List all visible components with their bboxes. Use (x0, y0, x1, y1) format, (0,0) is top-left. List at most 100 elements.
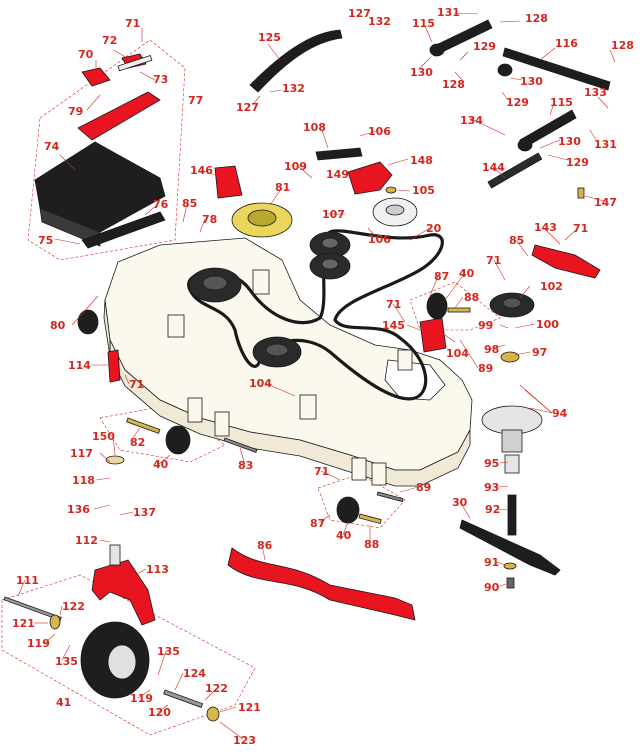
callout-119-a: 119 (27, 637, 50, 650)
cover-bracket-red (77, 91, 161, 141)
callout-98: 98 (484, 343, 499, 356)
callout-128-c: 128 (442, 78, 465, 91)
callout-148: 148 (410, 154, 433, 167)
callout-30: 30 (452, 496, 468, 509)
callout-41: 41 (56, 696, 71, 709)
callout-133: 133 (584, 86, 607, 99)
deck-pulleys (188, 231, 351, 368)
callout-128-b: 128 (611, 39, 634, 52)
cover-support-bar (81, 211, 166, 249)
callout-70: 70 (78, 48, 94, 61)
spindle-nut-97 (500, 351, 520, 363)
axle-88-side (447, 307, 471, 313)
callout-108: 108 (303, 121, 326, 134)
bearing-121-a (49, 614, 61, 630)
callout-149: 149 (326, 168, 349, 181)
cover-assembly (34, 53, 166, 249)
callout-117: 117 (70, 447, 93, 460)
callout-95: 95 (484, 457, 499, 470)
crossbar-116 (502, 47, 611, 91)
callout-135-a: 135 (55, 655, 78, 668)
mount-bracket-right (397, 349, 413, 371)
blade-bolt-90 (506, 577, 515, 589)
callout-115-b: 115 (550, 96, 573, 109)
callout-115-a: 115 (412, 17, 435, 30)
spindle-shaft-95 (504, 454, 520, 474)
callout-79: 79 (68, 105, 83, 118)
leader-lines (17, 12, 616, 740)
callout-119-b: 119 (130, 692, 153, 705)
callout-78: 78 (202, 213, 217, 226)
callout-82: 82 (130, 436, 145, 449)
callout-106-b: 106 (368, 233, 391, 246)
caster-assembly (3, 349, 220, 722)
callout-130-c: 130 (558, 135, 581, 148)
callout-150: 150 (92, 430, 115, 443)
callout-146: 146 (190, 164, 213, 177)
caster-fork-113 (91, 559, 156, 626)
callout-40-c: 40 (336, 529, 352, 542)
latch-rod (117, 54, 153, 72)
callout-86: 86 (257, 539, 273, 552)
idler-assembly (214, 147, 418, 238)
callout-104-b: 104 (249, 377, 272, 390)
callout-40-a: 40 (459, 267, 475, 280)
callout-77: 77 (188, 94, 203, 107)
callout-104-a: 104 (446, 347, 469, 360)
callout-92: 92 (485, 503, 500, 516)
callout-121-b: 121 (238, 701, 261, 714)
callout-71-f: 71 (314, 465, 329, 478)
deck-front-skirt (109, 339, 471, 487)
callout-71-d: 71 (386, 298, 401, 311)
mount-bracket-146 (214, 165, 243, 199)
callout-137: 137 (133, 506, 156, 519)
callout-122-b: 122 (205, 682, 228, 695)
latch-bracket (81, 67, 111, 87)
callout-122-a: 122 (62, 600, 85, 613)
callout-125: 125 (258, 31, 281, 44)
baffle-assembly-outline (27, 39, 186, 261)
callout-99: 99 (478, 319, 493, 332)
callout-89-b: 89 (416, 481, 431, 494)
linkage-parts (249, 19, 611, 199)
bearing-121-b (206, 706, 220, 722)
callout-130-b: 130 (520, 75, 543, 88)
callout-129-b: 129 (506, 96, 529, 109)
wheel-40-front (336, 496, 360, 524)
callout-102: 102 (540, 280, 563, 293)
callout-121-a: 121 (12, 617, 35, 630)
axle-88-front (358, 513, 382, 525)
wheel-80 (77, 309, 99, 335)
bolt-89-front (376, 491, 404, 503)
callout-labels: 71 72 70 73 79 77 74 76 75 125 127 132 1… (12, 6, 634, 747)
callout-147: 147 (594, 196, 617, 209)
callout-89-a: 89 (478, 362, 493, 375)
mount-bracket-front-b (214, 411, 230, 437)
rear-wheel-outline (99, 404, 226, 463)
callout-144: 144 (482, 161, 505, 174)
callout-90: 90 (484, 581, 500, 594)
callout-71-e: 71 (129, 378, 144, 391)
callout-71-a: 71 (125, 17, 140, 30)
callout-128-a: 128 (525, 12, 548, 25)
caster-assembly-outline (1, 574, 256, 736)
callout-85-a: 85 (182, 197, 197, 210)
anti-scalp-wheels (77, 292, 471, 525)
mount-bracket-front-a (187, 397, 203, 423)
callout-74: 74 (44, 140, 60, 153)
callout-71-b: 71 (573, 222, 588, 235)
front-baffle-86 (227, 547, 416, 621)
caster-axle-111 (3, 596, 62, 621)
callout-113: 113 (146, 563, 169, 576)
pivot-plate-108 (315, 147, 363, 161)
blade-washer-91 (503, 562, 517, 570)
callout-120: 120 (148, 706, 171, 719)
bolt-83 (223, 437, 258, 453)
bushing-130-c (517, 138, 533, 152)
mount-bracket-front-c (351, 457, 367, 481)
washer-150 (105, 455, 125, 465)
callout-72: 72 (102, 34, 117, 47)
callout-132-b: 132 (282, 82, 305, 95)
spindle-bolt-92 (507, 494, 517, 536)
